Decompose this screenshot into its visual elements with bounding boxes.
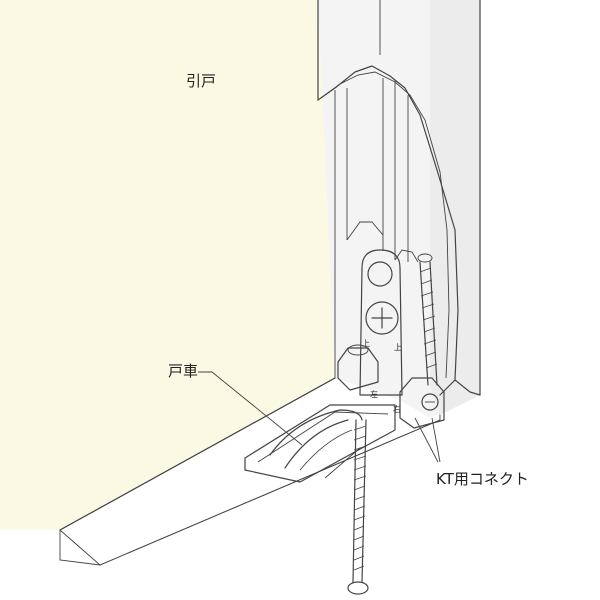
- phillips-screw-icon: [365, 301, 399, 335]
- screw-long: [347, 419, 369, 595]
- bracket-mark-top-left: 上: [362, 339, 370, 348]
- label-sliding-door: 引戸: [186, 72, 216, 90]
- bracket-mark-top-right: 上: [394, 343, 402, 352]
- sliding-door: [0, 0, 441, 566]
- door-frame: [317, 0, 481, 418]
- connector-block-right: [399, 377, 445, 429]
- screw-vertical: [417, 253, 438, 386]
- door-roller: [244, 404, 396, 483]
- bracket-mark-bottom-left: 左: [370, 389, 378, 399]
- connector-block-left: [337, 344, 379, 391]
- leader-lines: [198, 371, 441, 463]
- bracket-mark-bottom-right: 右: [393, 404, 401, 414]
- mounting-bracket: 上 上 左 右: [359, 249, 403, 414]
- label-connector: KT用コネクト: [436, 470, 529, 488]
- label-door-roller: 戸車: [168, 362, 198, 380]
